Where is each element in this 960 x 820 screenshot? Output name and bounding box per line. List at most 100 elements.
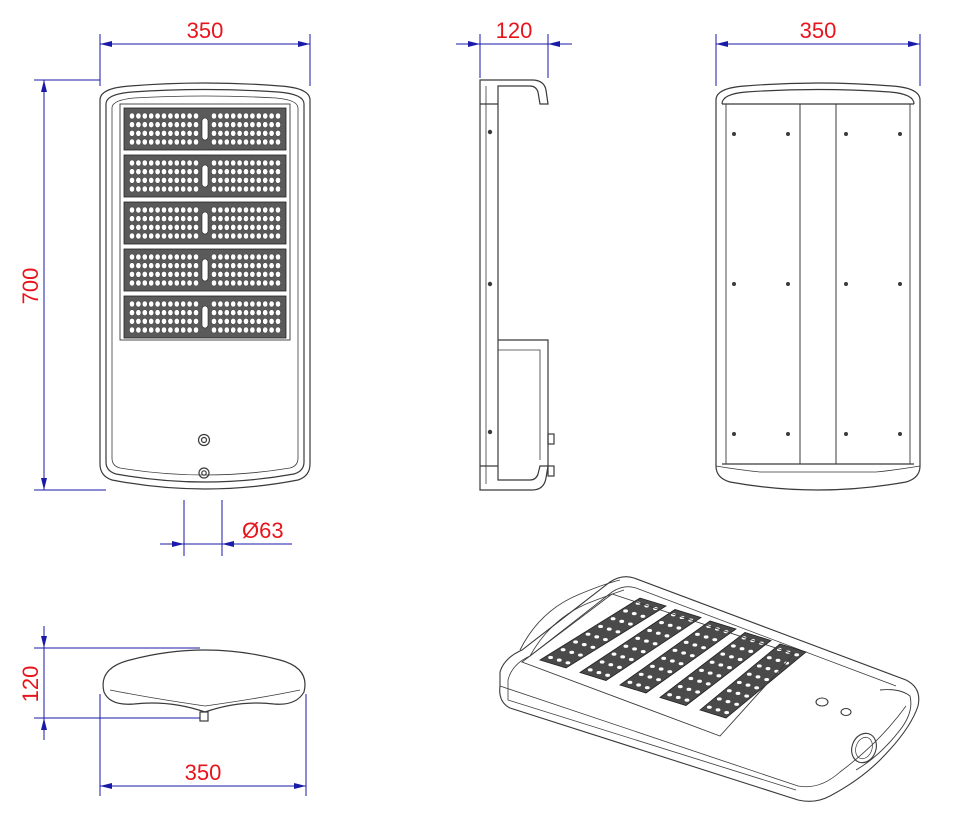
led-chip [173, 318, 180, 325]
iso-led-chip [638, 672, 644, 676]
led-chip [173, 262, 180, 269]
dimension-labels: 350 120 350 700 Ø63 120 350 [18, 18, 836, 785]
iso-led-chip [605, 673, 611, 677]
led-chip [217, 121, 224, 128]
led-chip [255, 206, 262, 214]
led-chip [135, 112, 142, 120]
led-chip [193, 185, 199, 193]
led-chip [275, 130, 281, 137]
led-chip [180, 318, 186, 325]
led-chip [173, 177, 180, 184]
led-chip [154, 112, 161, 120]
led-chip [268, 177, 275, 184]
iso-led-chip [701, 646, 706, 650]
iso-led-chip [548, 655, 553, 660]
led-chip [230, 224, 236, 231]
led-chip [180, 232, 186, 240]
led-chip [135, 232, 142, 240]
led-chip [154, 215, 161, 222]
led-chip [211, 177, 217, 184]
led-chip [223, 271, 230, 278]
led-chip [223, 262, 230, 269]
led-chip [236, 309, 243, 316]
iso-led-chip [734, 702, 740, 706]
iso-led-chip [644, 686, 650, 690]
led-chip [230, 159, 236, 167]
led-chip [223, 130, 230, 137]
led-chip [236, 130, 243, 137]
iso-led-chip [667, 670, 673, 674]
led-chip [243, 309, 249, 316]
led-chip [211, 253, 217, 261]
led-chip [129, 271, 135, 278]
iso-led-panel [579, 609, 702, 681]
iso-led-chip [676, 626, 682, 630]
led-chip [148, 279, 154, 287]
led-chip [217, 177, 224, 184]
dim-bottom-width: 350 [185, 760, 222, 785]
led-panel-slot [201, 305, 209, 329]
led-chip [223, 159, 230, 167]
led-chip [262, 130, 269, 137]
led-chip [186, 138, 193, 146]
led-chip [161, 112, 167, 120]
led-chip [268, 224, 275, 231]
led-chip [167, 232, 174, 240]
iso-led-chip [596, 670, 602, 675]
led-chip [236, 185, 243, 193]
iso-led-chip [619, 619, 625, 623]
led-chip [268, 318, 275, 325]
dim-back-width: 350 [800, 18, 837, 43]
led-chip [223, 224, 230, 231]
iso-led-chip [709, 660, 715, 664]
led-chip [180, 215, 186, 222]
led-chip [161, 262, 167, 269]
led-chip [255, 300, 262, 308]
led-chip [167, 138, 174, 146]
led-chip [255, 215, 262, 222]
led-chip [230, 232, 236, 240]
iso-led-chip [656, 678, 661, 682]
led-chip [167, 309, 174, 316]
led-chip [161, 177, 167, 184]
led-chip [243, 224, 249, 231]
iso-led-panel [619, 620, 737, 694]
led-chip [129, 326, 135, 334]
led-chip [211, 279, 217, 287]
dim-front-height: 700 [18, 268, 43, 305]
iso-led-chip [631, 612, 637, 616]
led-chip [148, 168, 154, 175]
iso-led-chip [699, 668, 704, 672]
led-chip [135, 300, 142, 308]
iso-led-chip [603, 637, 608, 642]
led-chip [186, 121, 193, 128]
led-chip [141, 177, 148, 184]
iso-led-chip [606, 627, 612, 631]
led-chip [275, 168, 281, 175]
led-chip [161, 318, 167, 325]
led-chip [148, 224, 154, 231]
led-chip [268, 159, 275, 167]
led-chip [217, 279, 224, 287]
led-chip [186, 185, 193, 193]
led-chip [268, 138, 275, 146]
iso-led-chip [573, 640, 578, 644]
led-chip [193, 168, 199, 175]
led-chip [223, 326, 230, 334]
led-chip [129, 300, 135, 308]
led-chip [268, 300, 275, 308]
iso-led-chip [720, 652, 726, 656]
iso-led-chip [736, 680, 742, 685]
led-chip [249, 177, 256, 184]
led-chip [211, 224, 217, 231]
led-chip [141, 215, 148, 222]
led-chip [243, 206, 249, 214]
led-chip [148, 262, 154, 269]
led-chip [223, 138, 230, 146]
led-chip [173, 215, 180, 222]
led-chip [243, 253, 249, 261]
led-chip [236, 112, 243, 120]
iso-led-chip [560, 648, 566, 652]
led-chip [243, 138, 249, 146]
